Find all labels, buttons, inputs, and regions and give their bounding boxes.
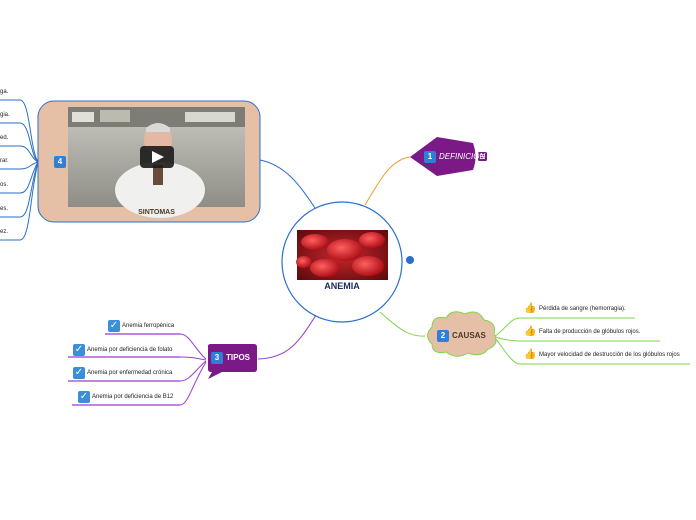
central-title: ANEMIA <box>324 281 360 291</box>
tipo-item-2: Anemia por deficiencia de folato <box>87 347 173 353</box>
causas-node[interactable] <box>427 311 497 357</box>
play-icon[interactable] <box>140 146 174 168</box>
sintoma-item-3: ed. <box>0 135 9 141</box>
connector-definicion <box>364 156 411 206</box>
connector-causa-1 <box>494 317 635 337</box>
connector-sintoma-6 <box>0 161 39 218</box>
causa-item-1: Pérdida de sangre (hemorragia). <box>539 306 626 312</box>
thumbs-up-icon: 👍 <box>524 326 537 337</box>
definicion-label: DEFINICION <box>439 152 486 161</box>
sintoma-item-1: ga. <box>0 89 9 95</box>
thumbs-up-icon: 👍 <box>524 349 537 360</box>
connector-sintoma-4 <box>0 161 39 170</box>
check-icon: ✓ <box>73 367 85 379</box>
definicion-number-badge: 1 <box>424 151 436 163</box>
connector-causa-3 <box>494 337 690 365</box>
sintoma-item-5: os. <box>0 182 9 188</box>
causa-item-2: Falta de producción de glóbulos rojos. <box>539 329 641 335</box>
connector-tipo-1 <box>105 333 207 360</box>
connectors <box>0 99 690 406</box>
sintoma-item-7: ez. <box>0 229 9 235</box>
connector-sintomas <box>259 159 316 209</box>
thumbs-up-icon: 👍 <box>524 303 537 314</box>
link-icon[interactable] <box>406 256 414 264</box>
connector-sintoma-3 <box>0 145 39 163</box>
causas-underlines <box>520 317 690 365</box>
sintomas-number-badge: 4 <box>54 156 66 168</box>
tipo-item-1: Anemia ferropénica <box>122 323 175 329</box>
definicion-node[interactable] <box>410 137 476 176</box>
sintoma-item-6: es. <box>0 206 9 212</box>
sintoma-item-4: rar. <box>0 158 9 164</box>
tipos-number-badge: 3 <box>211 352 223 364</box>
blood-cells-image <box>296 230 388 280</box>
tipo-item-4: Anemia por deficiencia de B12 <box>92 394 174 400</box>
check-icon: ✓ <box>73 344 85 356</box>
causa-item-3: Mayor velocidad de destrucción de los gl… <box>539 352 680 358</box>
causas-label: CAUSAS <box>452 331 486 340</box>
connector-tipo-4 <box>72 361 207 406</box>
connector-tipo-3 <box>68 360 207 382</box>
check-icon: ✓ <box>78 391 90 403</box>
tipo-item-3: Anemia por enfermedad crónica <box>87 370 173 376</box>
connector-sintoma-5 <box>0 161 39 194</box>
connector-tipos <box>257 311 319 360</box>
sintomas-label: SINTOMAS <box>138 209 175 216</box>
causas-number-badge: 2 <box>437 330 449 342</box>
tipos-underlines <box>68 333 180 406</box>
connector-sintoma-2 <box>0 122 39 163</box>
connector-causas <box>379 311 426 337</box>
check-icon: ✓ <box>108 320 120 332</box>
sintoma-item-2: gia. <box>0 112 10 118</box>
connector-sintoma-1 <box>0 99 39 163</box>
connector-causa-2 <box>494 336 660 342</box>
connector-sintoma-7 <box>0 161 39 241</box>
tipos-label: TIPOS <box>226 353 251 362</box>
connector-tipo-2 <box>68 356 207 361</box>
